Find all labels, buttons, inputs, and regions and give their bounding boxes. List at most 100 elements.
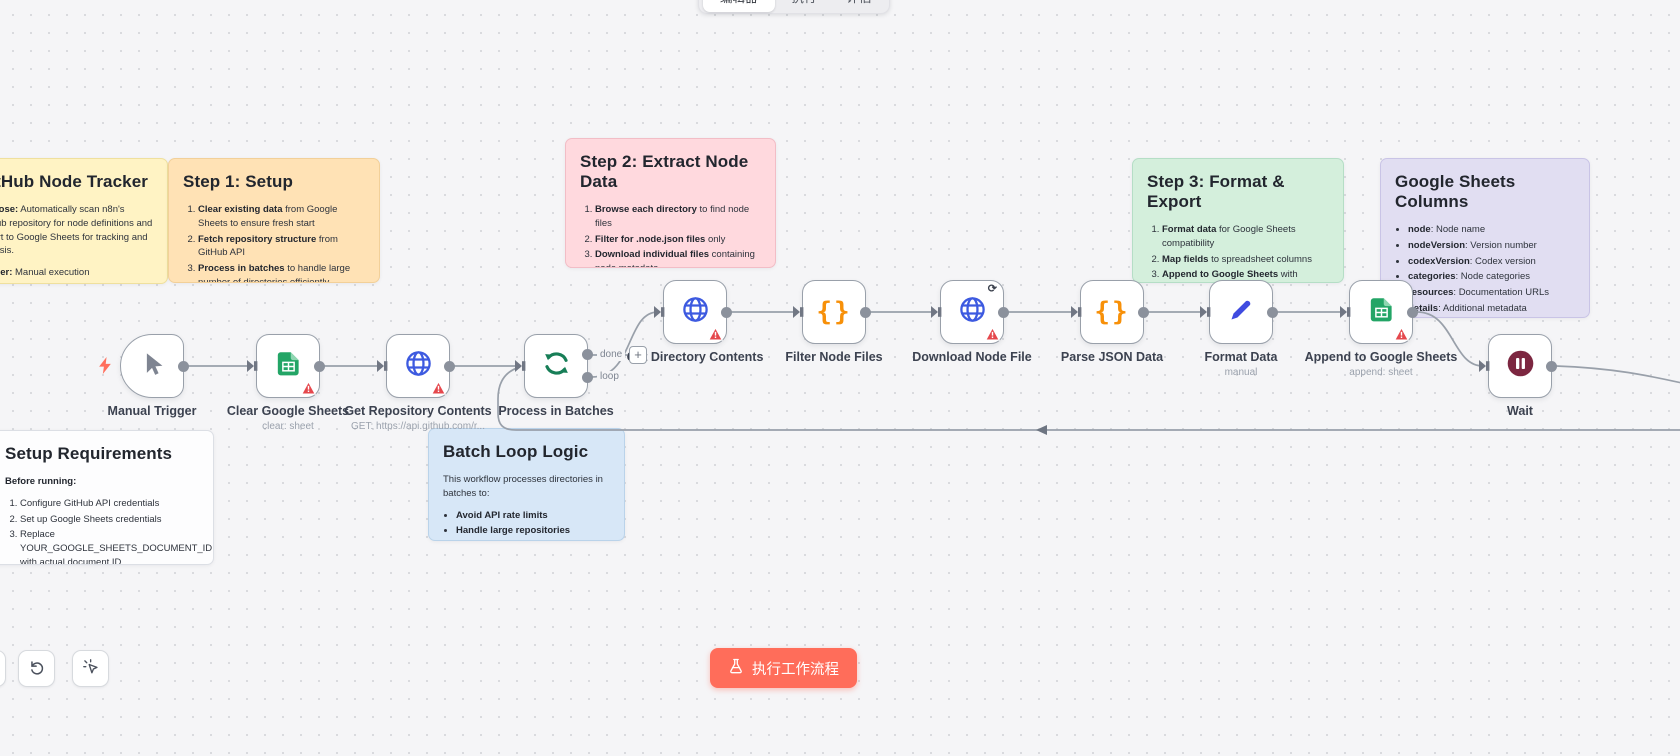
sticky-note-title: Step 3: Format & Export: [1147, 172, 1285, 211]
output-connector[interactable]: [1138, 306, 1149, 318]
node-label-process-in-batches: Process in Batches: [498, 404, 614, 418]
sticky-note-body: Browse each directory to find node files…: [580, 203, 761, 267]
node-sublabel: manual: [1224, 367, 1258, 378]
output-connector[interactable]: [1267, 306, 1278, 318]
input-connector: [1200, 304, 1211, 320]
warning-icon: [430, 380, 447, 395]
node-label-wait: Wait: [1507, 404, 1533, 418]
node-filter-node-files[interactable]: {}: [793, 280, 871, 344]
node-get-repository-contents[interactable]: [377, 334, 455, 398]
cursor-icon: [139, 350, 166, 382]
lightning-icon: [99, 357, 112, 374]
google-sheets-icon: [1368, 296, 1395, 328]
node-wait[interactable]: [1479, 334, 1557, 398]
sticky-note-step-2-extract-node-data[interactable]: Step 2: Extract Node DataBrowse each dir…: [565, 138, 776, 268]
tab-editor[interactable]: 编辑器: [703, 0, 775, 12]
sticky-note-body: Format data for Google Sheets compatibil…: [1147, 223, 1329, 282]
pause-icon: [1506, 349, 1535, 383]
braces-icon: {}: [816, 297, 852, 327]
output-label-loop: loop: [597, 371, 622, 383]
node-clear-google-sheets[interactable]: [247, 334, 325, 398]
warning-icon: [707, 326, 724, 341]
tab-evaluations[interactable]: 评估: [834, 0, 885, 12]
output-connector[interactable]: [444, 360, 455, 372]
tab-executions[interactable]: 执行: [779, 0, 830, 12]
input-connector: [1340, 304, 1351, 320]
output-connector[interactable]: [178, 360, 189, 372]
sticky-note-title: Step 1: Setup: [183, 172, 293, 191]
tidy-up-button[interactable]: [72, 650, 109, 687]
output-connector[interactable]: [998, 306, 1009, 318]
output-connector[interactable]: [314, 360, 325, 372]
execute-workflow-label: 执行工作流程: [752, 661, 839, 678]
pencil-icon: [1228, 296, 1255, 328]
warning-icon: [300, 380, 317, 395]
input-connector: [1479, 358, 1490, 374]
add-node-button[interactable]: +: [629, 346, 647, 364]
output-connector[interactable]: [1407, 306, 1418, 318]
node-get-directory-contents[interactable]: [654, 280, 732, 344]
sticky-note-title: Step 2: Extract Node Data: [580, 152, 749, 191]
sticky-note-title: Google Sheets Columns: [1395, 172, 1516, 211]
sticky-note-body: Purpose: Automatically scan n8n's GitHub…: [0, 204, 153, 279]
retry-icon: ⟳: [987, 283, 997, 295]
sticky-note-title: Setup Requirements: [5, 444, 173, 463]
output-connector[interactable]: [860, 306, 871, 318]
node-parse-json-data[interactable]: {}: [1071, 280, 1149, 344]
globe-icon: [404, 349, 433, 383]
output-label-done: done: [597, 349, 626, 361]
sticky-note-title: Batch Loop Logic: [443, 442, 589, 461]
google-sheets-icon: [275, 350, 302, 382]
node-process-in-batches[interactable]: [515, 334, 593, 398]
connection-wait-out[interactable]: [1555, 365, 1680, 384]
input-connector: [793, 304, 804, 320]
node-format-data[interactable]: [1200, 280, 1278, 344]
input-connector: [654, 304, 665, 320]
input-connector: [377, 358, 388, 374]
output-connector[interactable]: [721, 306, 732, 318]
sticky-note-step-1-setup[interactable]: Step 1: SetupClear existing data from Go…: [168, 158, 380, 283]
sticky-note-title: GitHub Node Tracker: [0, 172, 148, 191]
view-tabbar: 编辑器执行评估: [698, 0, 890, 14]
node-manual-trigger[interactable]: [120, 334, 189, 398]
output-connector-loop[interactable]: [582, 372, 593, 383]
node-label-download-node-file: Download Node File: [912, 350, 1032, 364]
output-connector-done[interactable]: [582, 349, 593, 360]
tidy-up-icon: [82, 658, 100, 679]
flask-icon: [728, 658, 744, 678]
connection-append-wait[interactable]: [1416, 311, 1484, 367]
connection-batches-loop-directory[interactable]: [591, 311, 659, 378]
node-label-manual-trigger: Manual Trigger: [107, 404, 197, 418]
sticky-note-step-3-format-export[interactable]: Step 3: Format & ExportFormat data for G…: [1132, 158, 1344, 283]
execute-workflow-button[interactable]: 执行工作流程: [710, 648, 857, 688]
node-download-node-file[interactable]: ⟳: [931, 280, 1009, 344]
undo-button[interactable]: [18, 650, 55, 687]
node-sublabel: GET: https://api.github.com/r...: [351, 421, 485, 432]
globe-icon: [681, 295, 710, 329]
sticky-note-github-node-tracker[interactable]: GitHub Node TrackerPurpose: Automaticall…: [0, 158, 168, 284]
warning-icon: [1393, 326, 1410, 341]
sticky-note-google-sheets-columns[interactable]: Google Sheets Columnsnode: Node namenode…: [1380, 158, 1590, 318]
loop-icon: [542, 349, 571, 383]
node-sublabel: append: sheet: [1349, 367, 1413, 378]
sticky-note-body: This workflow processes directories in b…: [443, 473, 610, 540]
node-append-to-google-sheets[interactable]: [1340, 280, 1418, 344]
canvas-control-partial-button[interactable]: [0, 650, 6, 687]
node-label-parse-json-data: Parse JSON Data: [1060, 350, 1164, 364]
sticky-note-body: Before running:Configure GitHub API cred…: [5, 475, 212, 564]
input-connector: [1071, 304, 1082, 320]
warning-icon: [984, 326, 1001, 341]
output-connector[interactable]: [1546, 360, 1557, 372]
connection-feedback-loop[interactable]: [497, 366, 1680, 431]
input-connector: [515, 358, 526, 374]
sticky-note-body: Clear existing data from Google Sheets t…: [183, 203, 365, 282]
node-label-get-directory-contents: Get Directory Contents: [626, 350, 764, 364]
globe-icon: [958, 295, 987, 329]
